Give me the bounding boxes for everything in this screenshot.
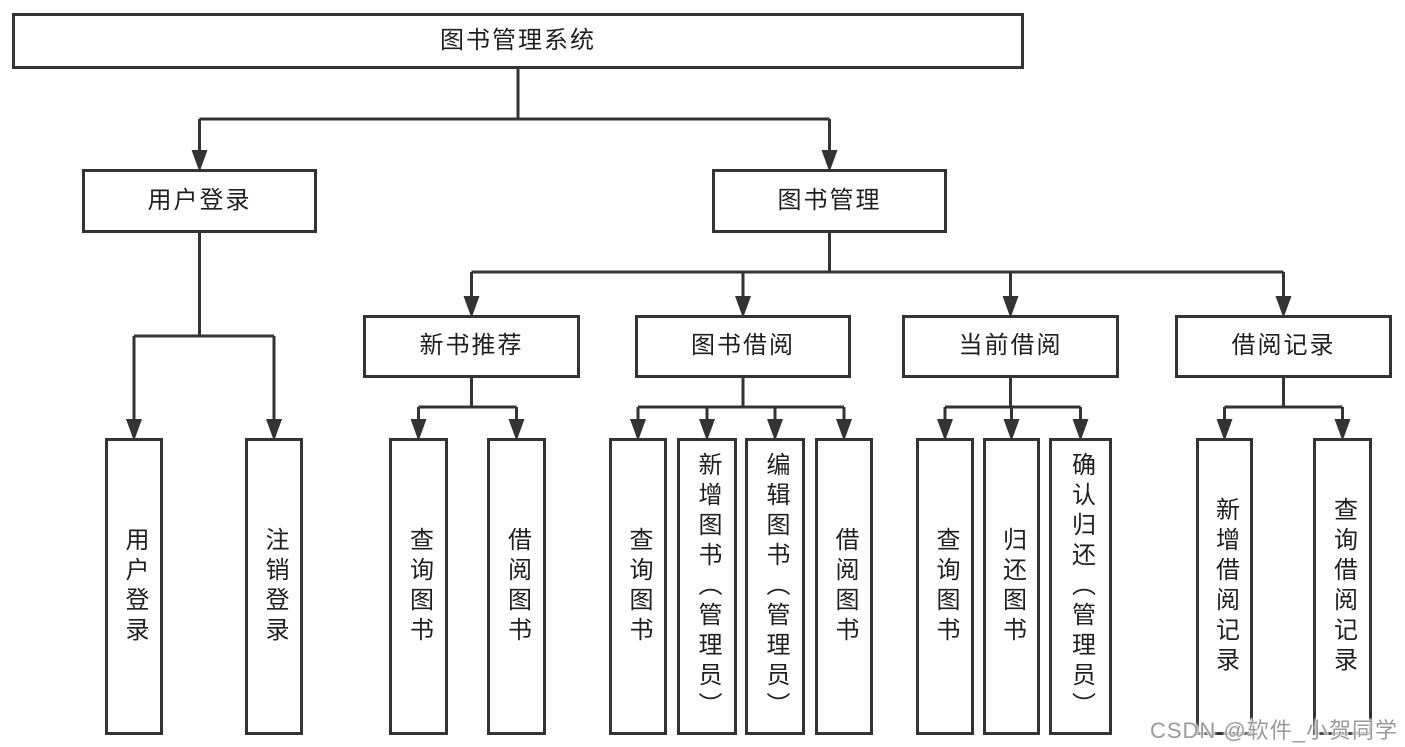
leaf-borrow-book-1: 借阅图书 — [487, 438, 546, 735]
node-book-borrowing: 图书借阅 — [635, 315, 851, 378]
node-label: 图书借阅 — [691, 332, 795, 360]
leaf-label: 新增借阅记录 — [1211, 496, 1239, 677]
leaf-query-book-3: 查询图书 — [916, 438, 974, 735]
leaf-label: 编辑图书（管理员） — [762, 451, 789, 722]
leaf-label: 归还图书 — [998, 526, 1026, 647]
leaf-query-book-1: 查询图书 — [389, 438, 448, 735]
leaf-add-book-admin: 新增图书（管理员） — [677, 438, 737, 735]
leaf-add-borrow-record: 新增借阅记录 — [1196, 438, 1253, 735]
node-book-management: 图书管理 — [712, 169, 947, 233]
leaf-borrow-book-2: 借阅图书 — [815, 438, 873, 735]
node-label: 当前借阅 — [958, 332, 1063, 360]
leaf-logout: 注销登录 — [245, 438, 303, 735]
leaf-edit-book-admin: 编辑图书（管理员） — [745, 438, 805, 735]
leaf-label: 借阅图书 — [831, 526, 858, 647]
leaf-confirm-return-admin: 确认归还（管理员） — [1049, 438, 1112, 735]
node-user-login: 用户登录 — [82, 169, 317, 233]
node-borrowing-records: 借阅记录 — [1175, 315, 1392, 378]
node-label: 新书推荐 — [419, 332, 524, 360]
node-new-book-recommendation: 新书推荐 — [363, 315, 580, 378]
leaf-label: 借阅图书 — [503, 526, 531, 647]
node-current-borrowing: 当前借阅 — [902, 315, 1119, 378]
leaf-label: 用户登录 — [121, 526, 148, 647]
leaf-label: 查询图书 — [625, 526, 652, 647]
arrowheads — [126, 150, 1351, 441]
leaf-label: 确认归还（管理员） — [1067, 451, 1095, 722]
node-label: 图书管理系统 — [440, 26, 596, 54]
leaf-label: 查询图书 — [932, 526, 959, 647]
node-label: 图书管理 — [777, 186, 882, 214]
node-label: 用户登录 — [147, 186, 252, 214]
leaf-return-book: 归还图书 — [983, 438, 1040, 735]
leaf-label: 查询图书 — [405, 526, 433, 647]
leaf-query-book-2: 查询图书 — [609, 438, 667, 735]
leaf-query-borrow-record: 查询借阅记录 — [1313, 438, 1372, 735]
leaf-label: 查询借阅记录 — [1329, 496, 1357, 677]
leaf-user-login: 用户登录 — [105, 438, 163, 735]
node-library-management-system: 图书管理系统 — [12, 13, 1024, 69]
leaf-label: 新增图书（管理员） — [694, 451, 721, 722]
leaf-label: 注销登录 — [261, 526, 288, 647]
csdn-watermark: CSDN @软件_小贺同学 — [1149, 718, 1398, 743]
node-label: 借阅记录 — [1231, 332, 1336, 360]
